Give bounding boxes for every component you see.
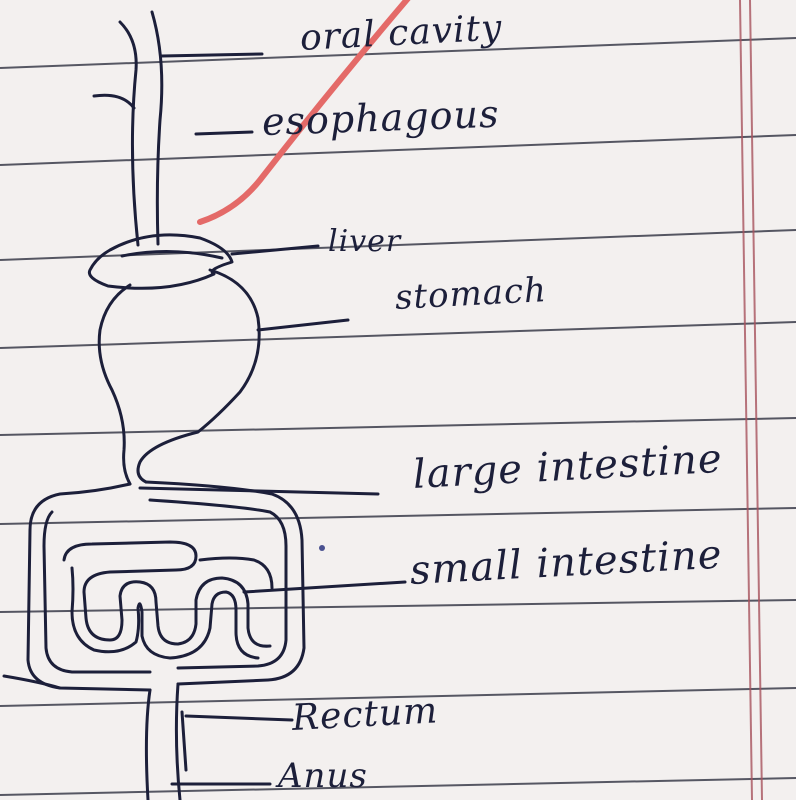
label-esophagous: esophagous [261,92,500,144]
pointer-small-intestine [244,582,405,592]
label-rectum: Rectum [291,690,439,739]
stomach-left-wall [99,285,130,484]
large-intestine-inner-left [44,512,150,672]
stomach-right-wall [138,270,259,482]
stray-line [4,676,60,688]
esophagus-outline [152,12,162,244]
liver-inner-line [122,251,222,258]
mouth-curve [94,95,134,108]
pointer-rectum [186,716,292,720]
small-intestine-coil-inner [72,568,258,658]
ink-dot [319,545,325,551]
pointer-oral-cavity [162,54,262,56]
label-anus: Anus [278,756,368,796]
pointer-esophagous [196,132,252,134]
pointer-liver [232,246,318,254]
pointer-rectum-stem [182,712,186,770]
label-liver: liver [328,224,401,259]
label-stomach: stomach [394,270,548,318]
pointer-stomach [258,320,348,330]
rectum-left-wall [146,690,150,800]
liver-shape [89,235,232,288]
oral-cavity-outline [120,22,138,245]
